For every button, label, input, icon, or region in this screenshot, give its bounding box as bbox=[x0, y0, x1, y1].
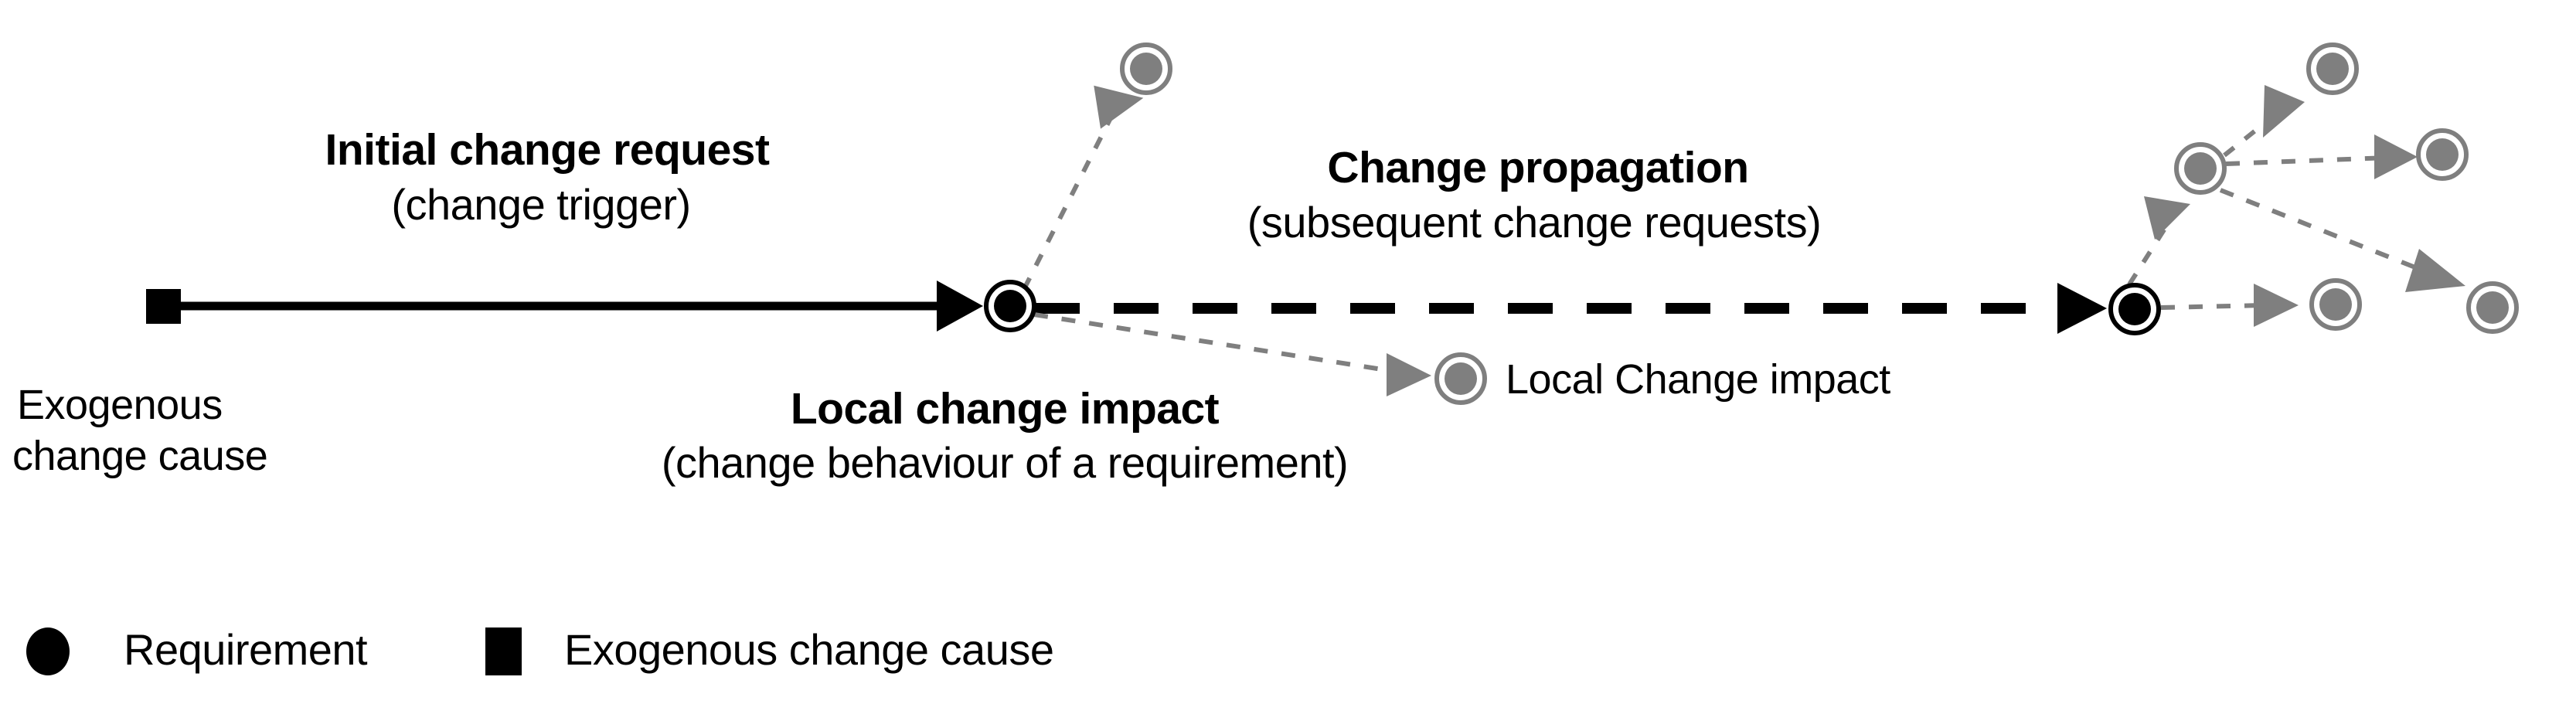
node-requirement-second[interactable] bbox=[2108, 283, 2161, 335]
node-cluster-top[interactable] bbox=[2306, 43, 2359, 95]
node-cluster-hub[interactable] bbox=[2174, 142, 2227, 195]
edge-local-impact-up bbox=[1022, 85, 1144, 291]
label-subsequent-change-requests: (subsequent change requests) bbox=[1247, 198, 1822, 247]
label-initial-change-request: Initial change request bbox=[325, 125, 770, 175]
label-local-change-impact-right: Local Change impact bbox=[1506, 356, 1890, 403]
edge-initial-change-request bbox=[180, 281, 983, 332]
label-exogenous-cause-line2: change cause bbox=[12, 433, 268, 479]
node-requirement-root[interactable] bbox=[984, 280, 1036, 332]
edge-second-to-hub bbox=[2127, 196, 2190, 286]
label-exogenous-cause-line1: Exogenous bbox=[17, 382, 223, 428]
edge-hub-to-top bbox=[2223, 85, 2305, 158]
legend-label-requirement: Requirement bbox=[124, 625, 368, 674]
node-exogenous-cause[interactable] bbox=[146, 289, 181, 324]
node-cluster-bottom-mid[interactable] bbox=[2309, 278, 2362, 331]
label-change-propagation: Change propagation bbox=[1327, 143, 1749, 192]
label-change-behaviour: (change behaviour of a requirement) bbox=[661, 438, 1349, 487]
edge-second-to-bottom-mid bbox=[2160, 284, 2299, 327]
legend-square-icon bbox=[485, 627, 522, 675]
label-local-change-impact: Local change impact bbox=[790, 384, 1220, 434]
legend-label-exogenous-change-cause: Exogenous change cause bbox=[564, 625, 1054, 674]
edge-hub-to-right bbox=[2225, 134, 2418, 179]
node-cluster-bottom-right[interactable] bbox=[2466, 281, 2519, 334]
edge-hub-to-bottom-right bbox=[2219, 188, 2465, 292]
legend-circle-icon bbox=[26, 627, 70, 675]
node-impact-right[interactable] bbox=[1434, 352, 1487, 405]
node-impact-up[interactable] bbox=[1120, 43, 1172, 95]
node-cluster-right[interactable] bbox=[2416, 128, 2469, 181]
edge-change-propagation bbox=[1035, 283, 2107, 334]
label-change-trigger: (change trigger) bbox=[391, 180, 691, 229]
edge-local-impact-right bbox=[1033, 312, 1431, 396]
